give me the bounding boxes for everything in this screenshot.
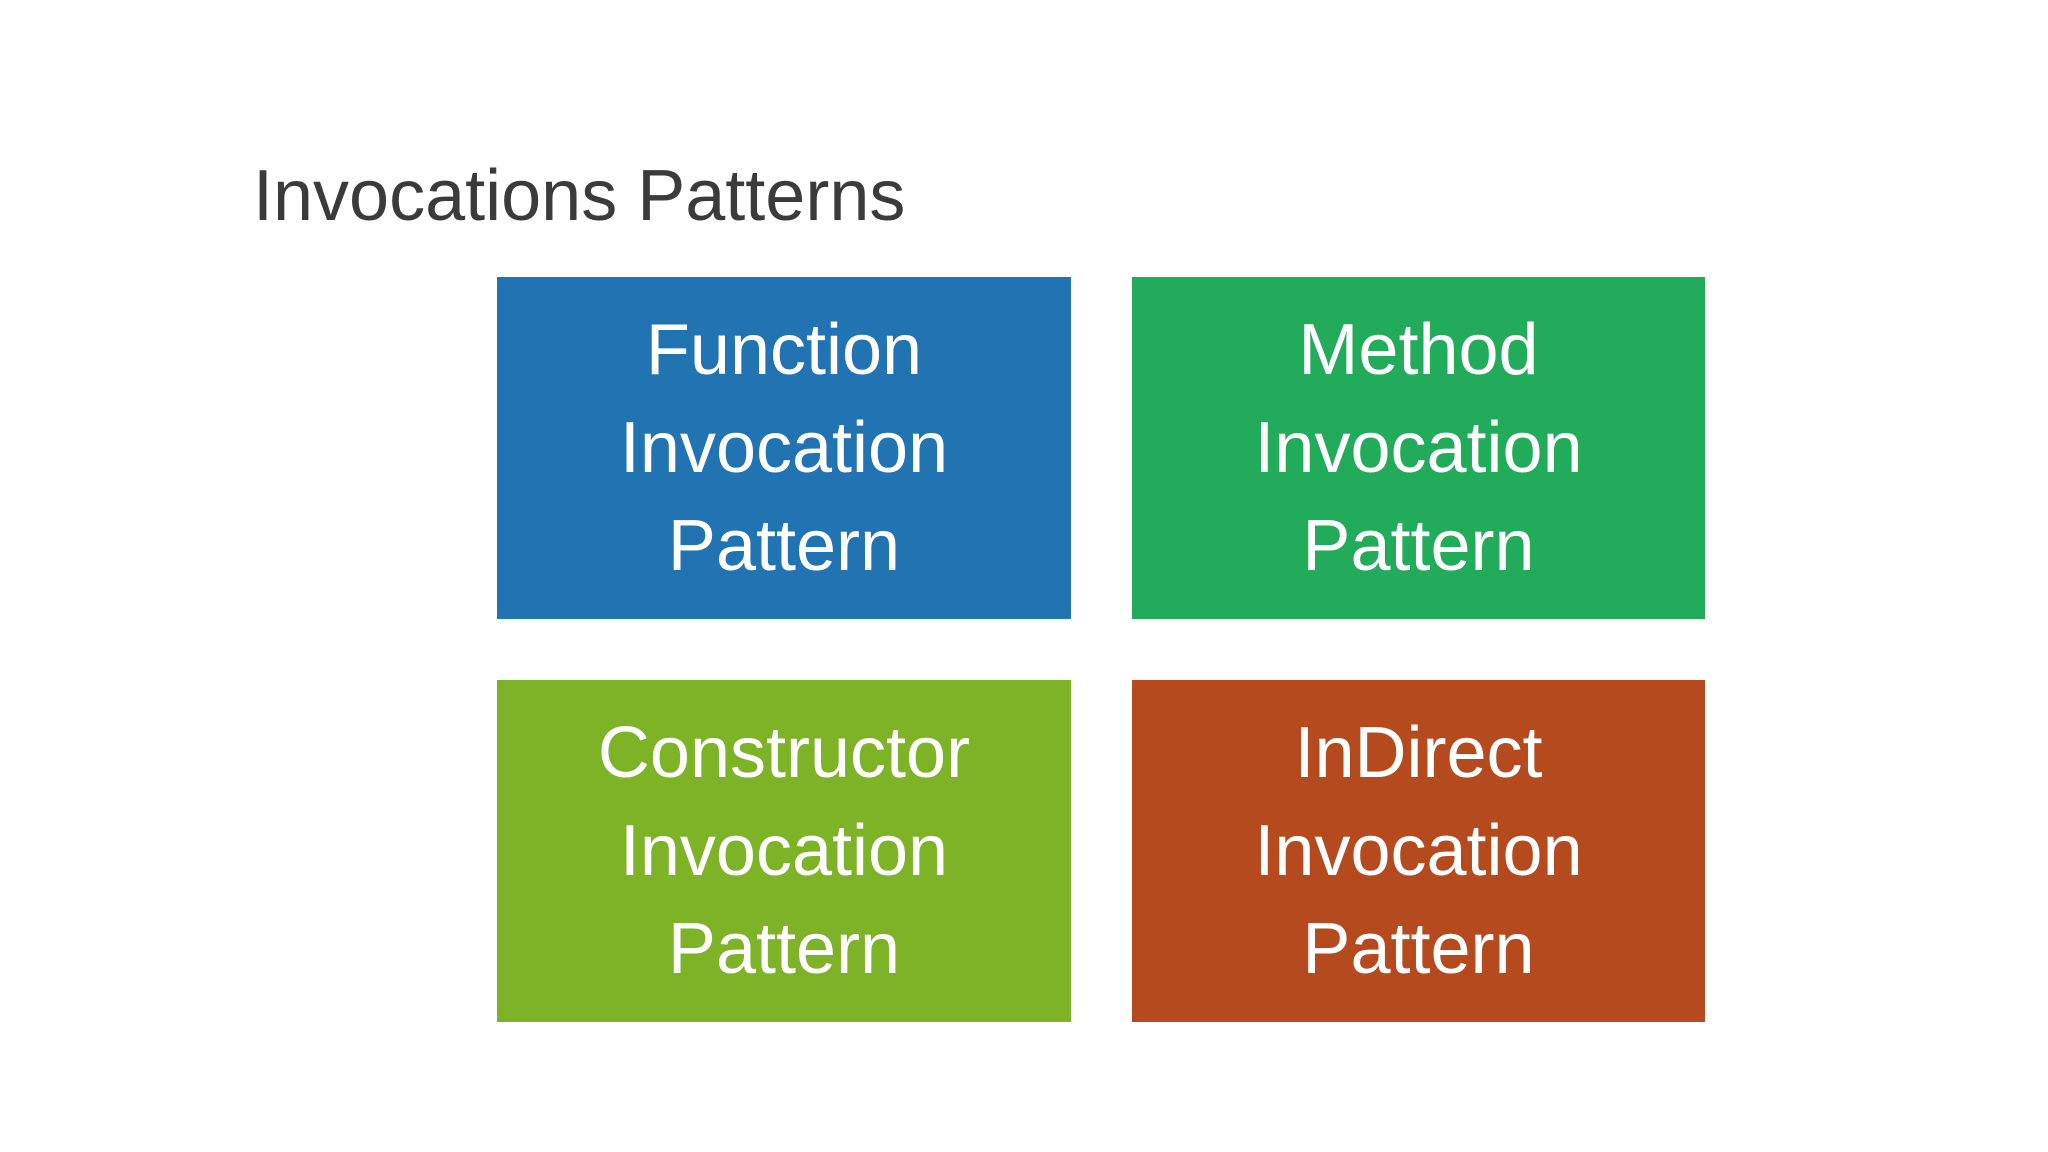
function-invocation-pattern-label: Function Invocation Pattern: [619, 310, 949, 586]
constructor-invocation-pattern-label: Constructor Invocation Pattern: [597, 713, 971, 989]
indirect-invocation-pattern-label: InDirect Invocation Pattern: [1254, 713, 1583, 989]
method-invocation-pattern-label: Method Invocation Pattern: [1254, 310, 1583, 586]
method-invocation-pattern-box: Method Invocation Pattern: [1132, 277, 1705, 619]
constructor-invocation-pattern-box: Constructor Invocation Pattern: [497, 680, 1071, 1022]
function-invocation-pattern-box: Function Invocation Pattern: [497, 277, 1071, 619]
slide-title: Invocations Patterns: [253, 156, 906, 236]
indirect-invocation-pattern-box: InDirect Invocation Pattern: [1132, 680, 1705, 1022]
